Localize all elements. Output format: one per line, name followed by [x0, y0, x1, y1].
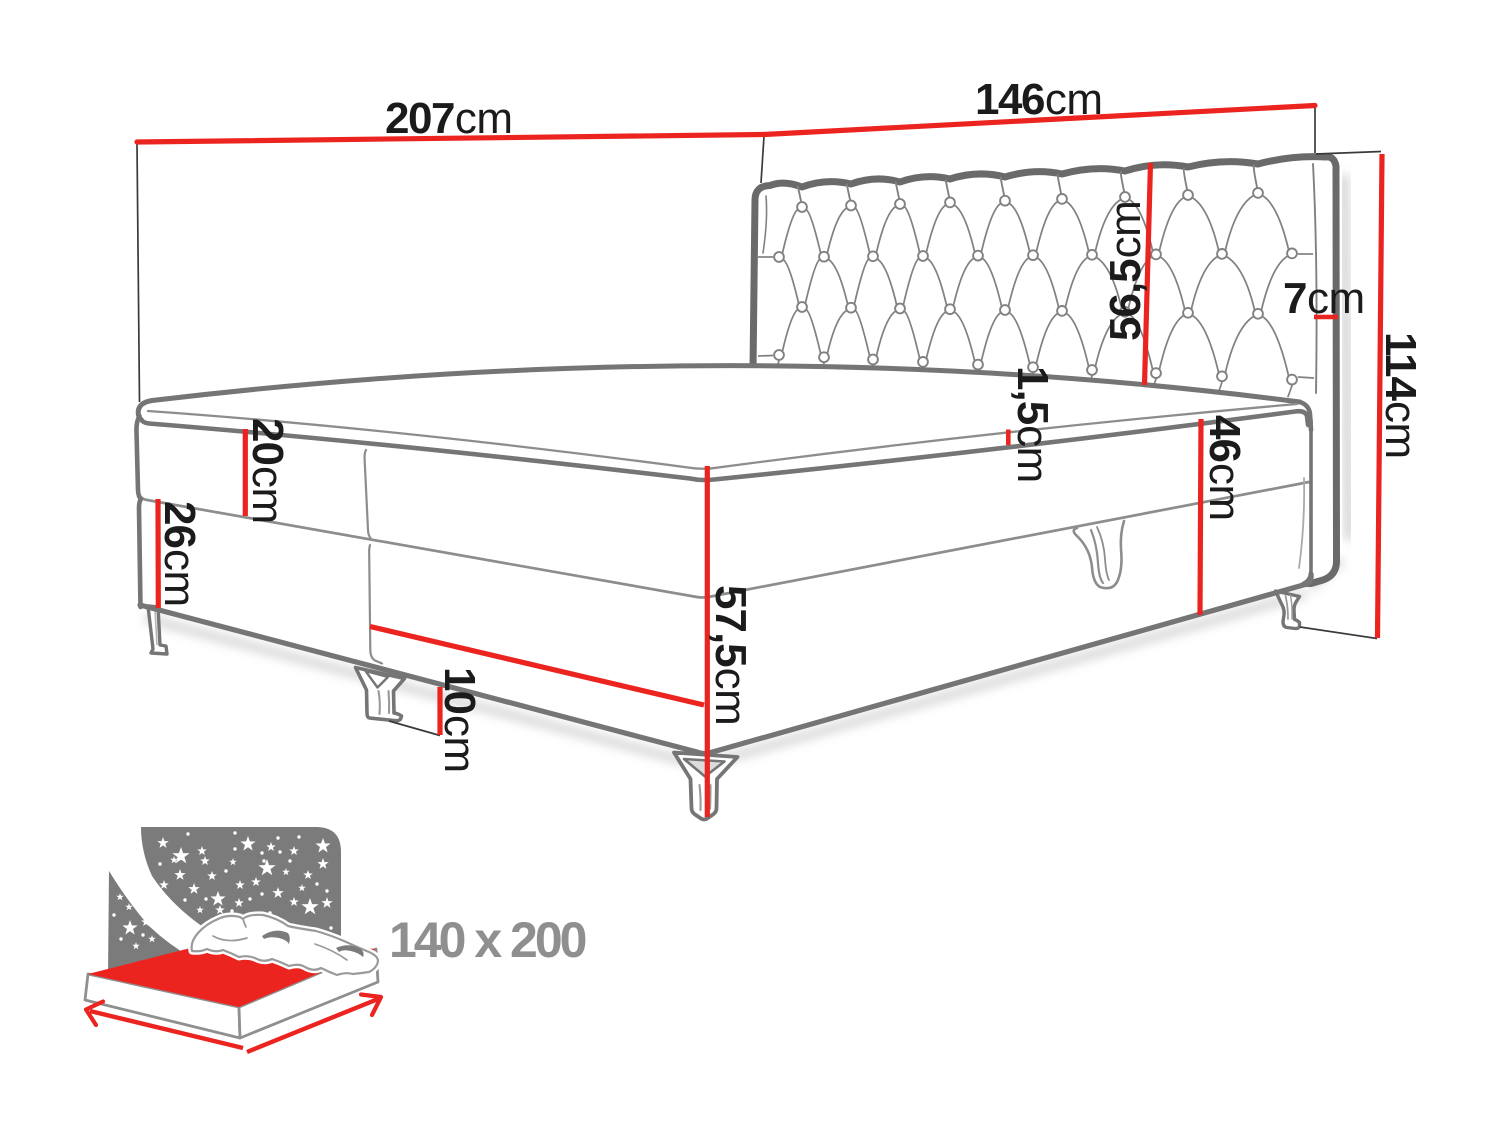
svg-text:140 x 200: 140 x 200	[389, 912, 586, 968]
svg-text:56,5cm: 56,5cm	[1101, 201, 1150, 341]
svg-text:146cm: 146cm	[975, 75, 1103, 124]
svg-text:7cm: 7cm	[1283, 274, 1365, 323]
svg-text:20cm: 20cm	[243, 418, 292, 524]
svg-text:114cm: 114cm	[1376, 332, 1425, 459]
svg-text:46cm: 46cm	[1200, 415, 1249, 521]
svg-text:26cm: 26cm	[155, 501, 204, 607]
svg-text:1,5cm: 1,5cm	[1008, 366, 1057, 483]
svg-text:207cm: 207cm	[385, 94, 513, 143]
svg-text:10cm: 10cm	[435, 667, 484, 773]
svg-text:57,5cm: 57,5cm	[706, 585, 755, 725]
